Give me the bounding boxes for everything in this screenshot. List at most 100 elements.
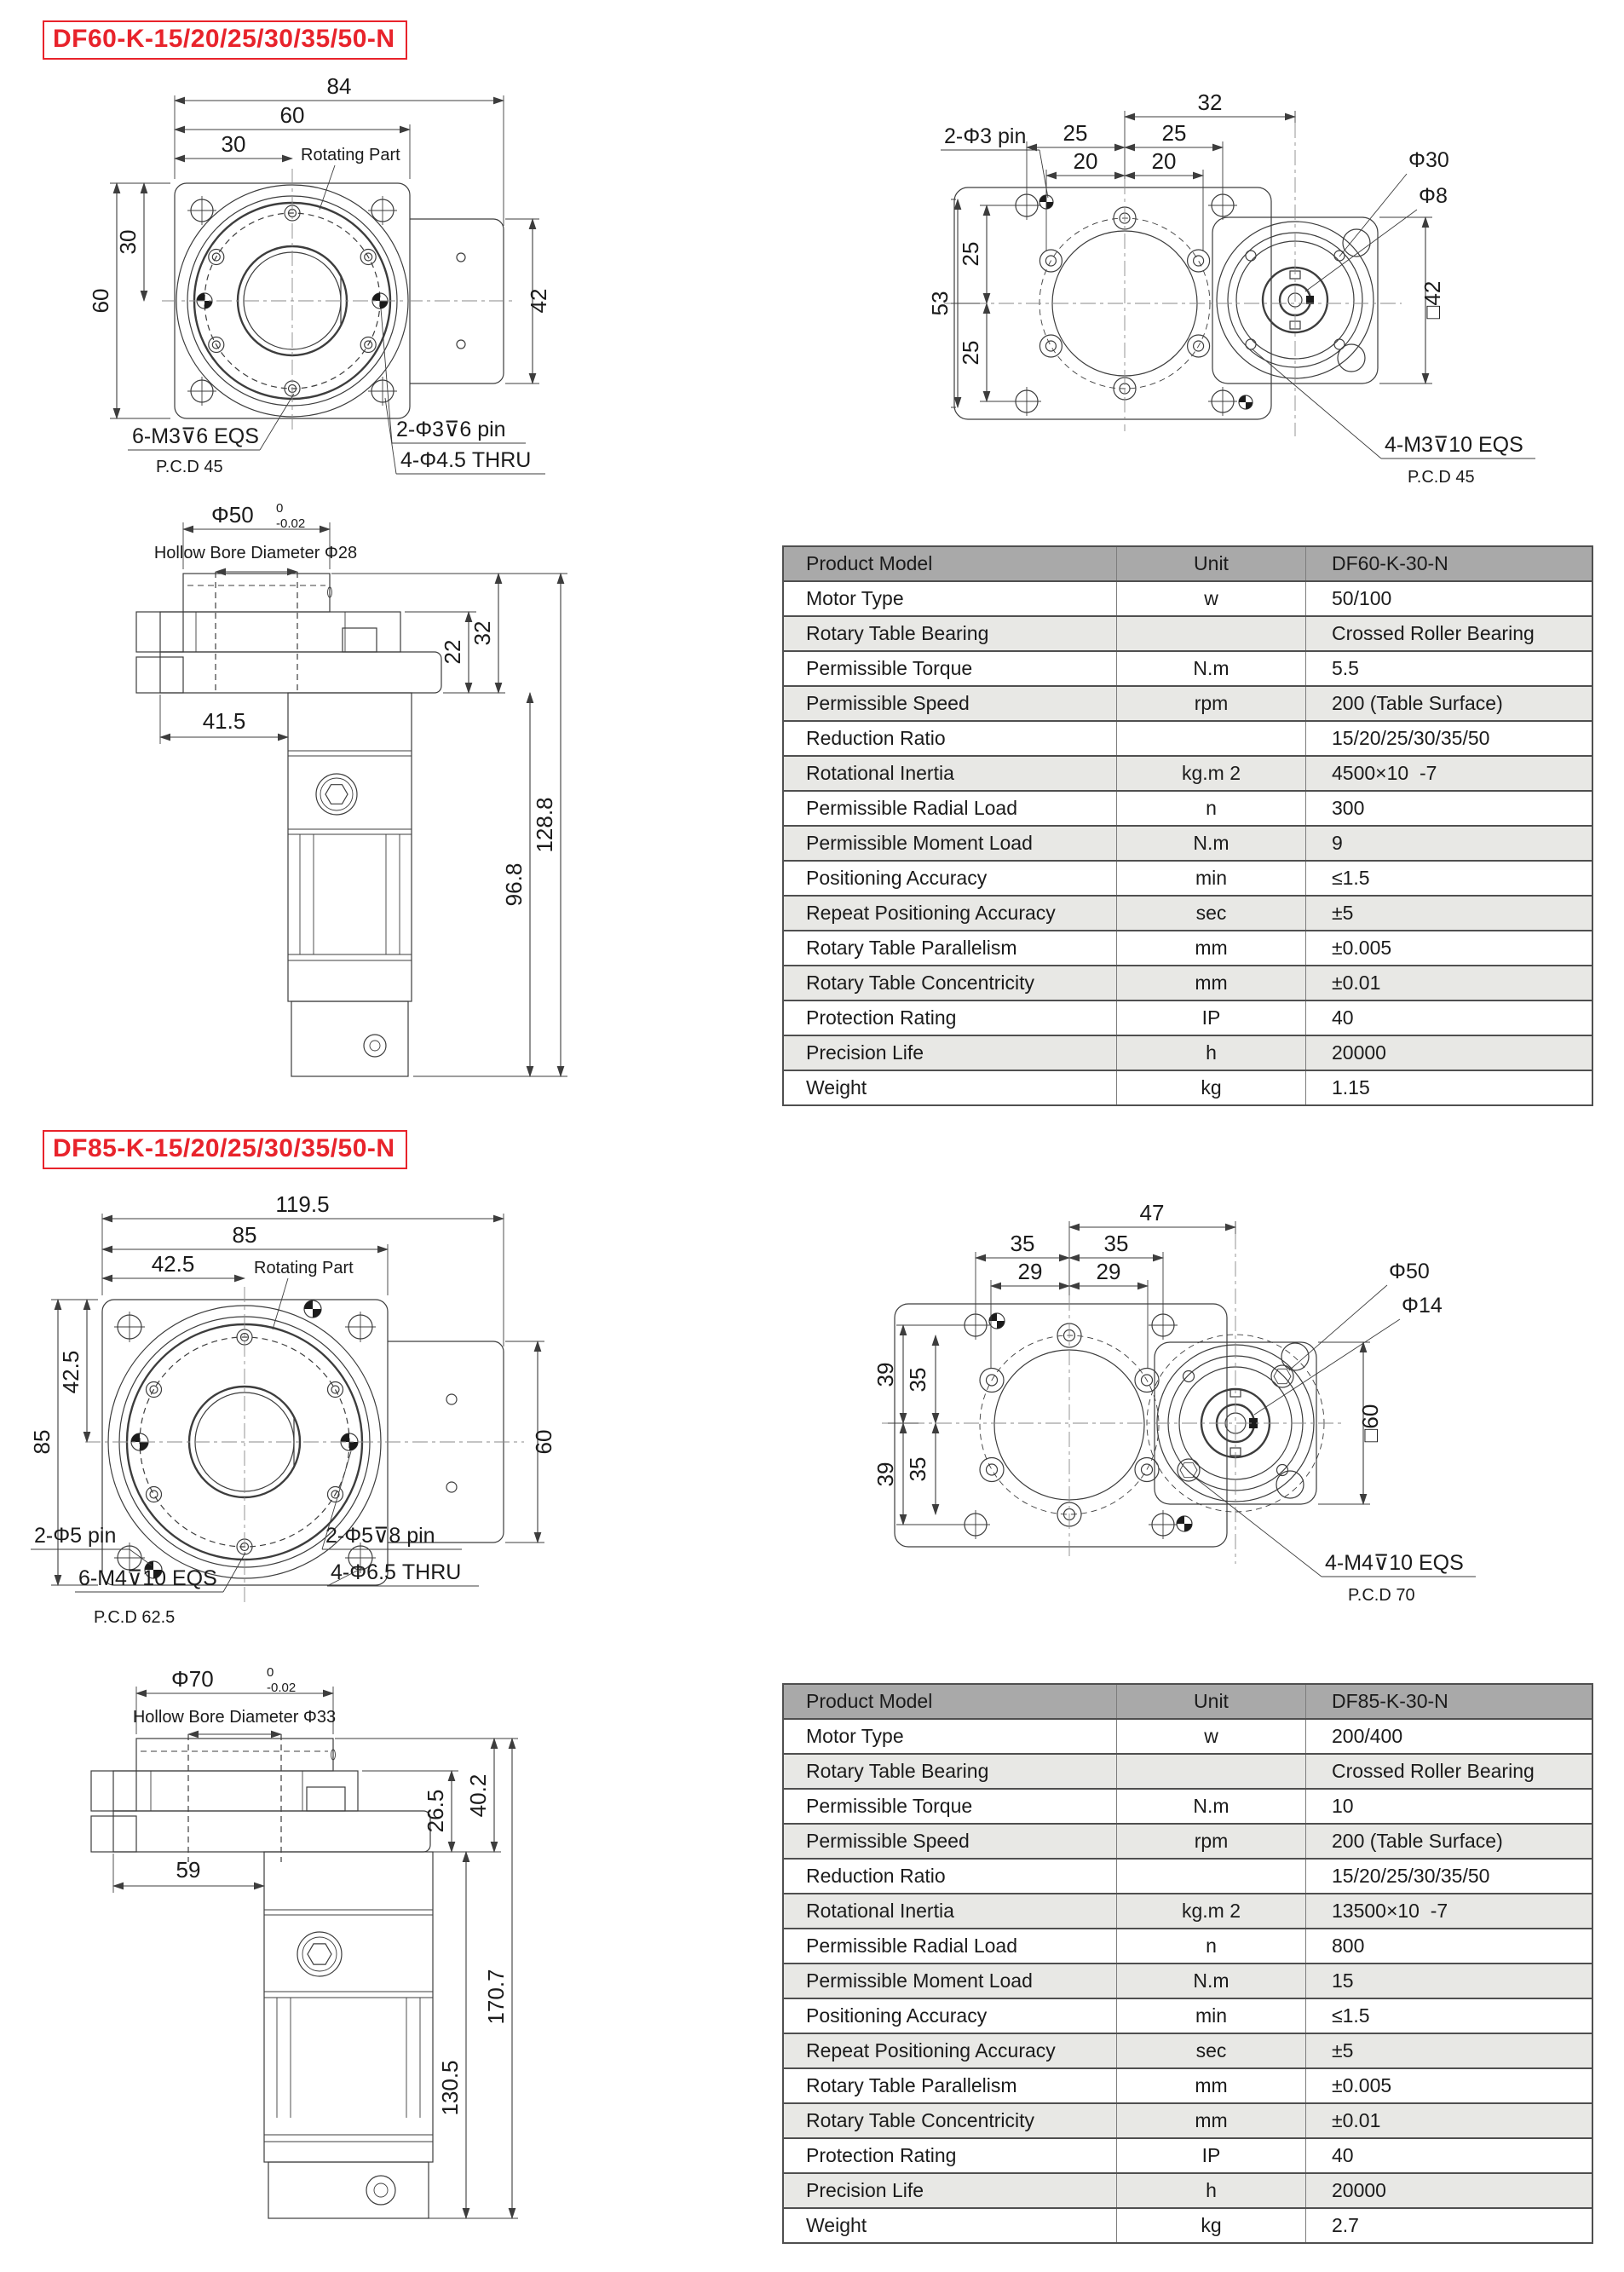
spec-cell: Rotational Inertia [782,756,1117,791]
dim-26-5: 26.5 [423,1790,448,1833]
spec-cell: Protection Rating [782,2138,1117,2173]
spec-cell: ≤1.5 [1305,1998,1593,2033]
df85-rear-callouts: Φ50 Φ14 4-M4⊽10 EQS P.C.D 70 [1192,1260,1476,1605]
spec-cell: Rotational Inertia [782,1894,1117,1929]
spec-cell: 40 [1305,2138,1593,2173]
spec-cell: Permissible Moment Load [782,1963,1117,1998]
spec-cell: IP [1116,1000,1306,1035]
spec-cell: Crossed Roller Bearing [1305,616,1593,651]
hollow-bore-label: Hollow Bore Diameter Φ33 [133,1708,336,1727]
spec-cell: 200 (Table Surface) [1305,1824,1593,1859]
spec-header-cell: Unit [1116,546,1306,581]
spec-cell: w [1116,1719,1306,1754]
spec-cell [1116,721,1306,756]
dim-30-top: 30 [222,131,246,157]
df85-title-text: DF85-K-15/20/25/30/35/50-N [53,1134,395,1162]
dim-phi70: Φ70 [171,1666,214,1692]
spec-cell: Reduction Ratio [782,1859,1117,1894]
callout-4-m4-eqs: 4-M4⊽10 EQS [1325,1551,1464,1575]
df85-side-dimensions: Φ70 0 -0.02 Hollow Bore Diameter Φ33 26.… [112,1665,518,2220]
callout-pcd-70: P.C.D 70 [1348,1586,1415,1605]
dim-35-left-top: 35 [905,1368,930,1393]
callout-4-phi65-thru: 4-Φ6.5 THRU [331,1560,461,1584]
dim-60-right: 60 [531,1430,556,1455]
df60-title: DF60-K-15/20/25/30/35/50-N [43,20,407,60]
spec-cell: n [1116,791,1306,826]
callout-2-phi5-pin: 2-Φ5 pin [34,1524,116,1548]
df60-front-outline [162,169,515,433]
spec-cell: Rotary Table Concentricity [782,2103,1117,2138]
df85-front-view-drawing: 119.5 85 42.5 Rotating Part 85 42.5 60 2… [29,1191,556,1627]
callout-4-phi45-thru: 4-Φ4.5 THRU [400,448,531,472]
dim-53: 53 [927,291,953,316]
spec-cell: Permissible Torque [782,1789,1117,1824]
spec-header-cell: DF85-K-30-N [1305,1684,1593,1719]
dim-170-7: 170.7 [483,1969,509,2024]
dim-41-5: 41.5 [203,708,246,734]
spec-cell: Rotary Table Concentricity [782,966,1117,1000]
spec-cell: kg [1116,2208,1306,2243]
spec-cell: Rotary Table Parallelism [782,2068,1117,2103]
rotating-part-label: Rotating Part [254,1259,354,1277]
spec-cell: ≤1.5 [1305,861,1593,896]
dim-25b: 25 [1162,120,1187,146]
df85-front-outline [85,1287,524,1602]
dim-25a: 25 [1063,120,1088,146]
dim-47: 47 [1140,1200,1165,1225]
spec-cell: 15/20/25/30/35/50 [1305,1859,1593,1894]
df60-side-outline [135,572,442,1077]
callout-4-m3-eqs: 4-M3⊽10 EQS [1385,433,1523,457]
df60-front-callouts: 6-M3⊽6 EQS P.C.D 45 2-Φ3⊽6 pin 4-Φ4.5 TH… [128,308,545,476]
spec-cell: Crossed Roller Bearing [1305,1754,1593,1789]
spec-cell: Motor Type [782,1719,1117,1754]
callout-2-phi5-8-pin: 2-Φ5⊽8 pin [325,1524,435,1548]
spec-header-cell: Product Model [782,546,1117,581]
spec-cell: Weight [782,1070,1117,1105]
spec-cell: Permissible Radial Load [782,1929,1117,1963]
dim-42-right: 42 [526,289,551,314]
dim-60-left: 60 [88,289,113,314]
spec-cell [1116,616,1306,651]
spec-cell [1116,1859,1306,1894]
df85-rear-outline [882,1234,1345,1564]
spec-cell: 5.5 [1305,651,1593,686]
callout-phi50: Φ50 [1389,1260,1430,1283]
spec-cell: Permissible Torque [782,651,1117,686]
spec-cell: N.m [1116,826,1306,861]
spec-cell: w [1116,581,1306,616]
df60-title-text: DF60-K-15/20/25/30/35/50-N [53,25,395,53]
dim-119-5: 119.5 [275,1191,329,1217]
spec-cell: 50/100 [1305,581,1593,616]
spec-cell: 20000 [1305,2173,1593,2208]
df85-side-outline [90,1734,434,2219]
dim-35a: 35 [1011,1231,1035,1256]
spec-cell: mm [1116,2103,1306,2138]
spec-cell: n [1116,1929,1306,1963]
dim-96-8: 96.8 [501,863,527,907]
dim-42-5-top: 42.5 [152,1251,195,1277]
dim-35b: 35 [1104,1231,1129,1256]
spec-cell: 1.15 [1305,1070,1593,1105]
dim-32: 32 [1198,89,1223,115]
spec-cell: 40 [1305,1000,1593,1035]
spec-cell: ±0.005 [1305,2068,1593,2103]
spec-cell: mm [1116,966,1306,1000]
spec-cell: 20000 [1305,1035,1593,1070]
dim-39-top: 39 [872,1363,898,1387]
dim-39-bottom: 39 [872,1462,898,1487]
spec-cell: h [1116,2173,1306,2208]
spec-cell [1116,1754,1306,1789]
